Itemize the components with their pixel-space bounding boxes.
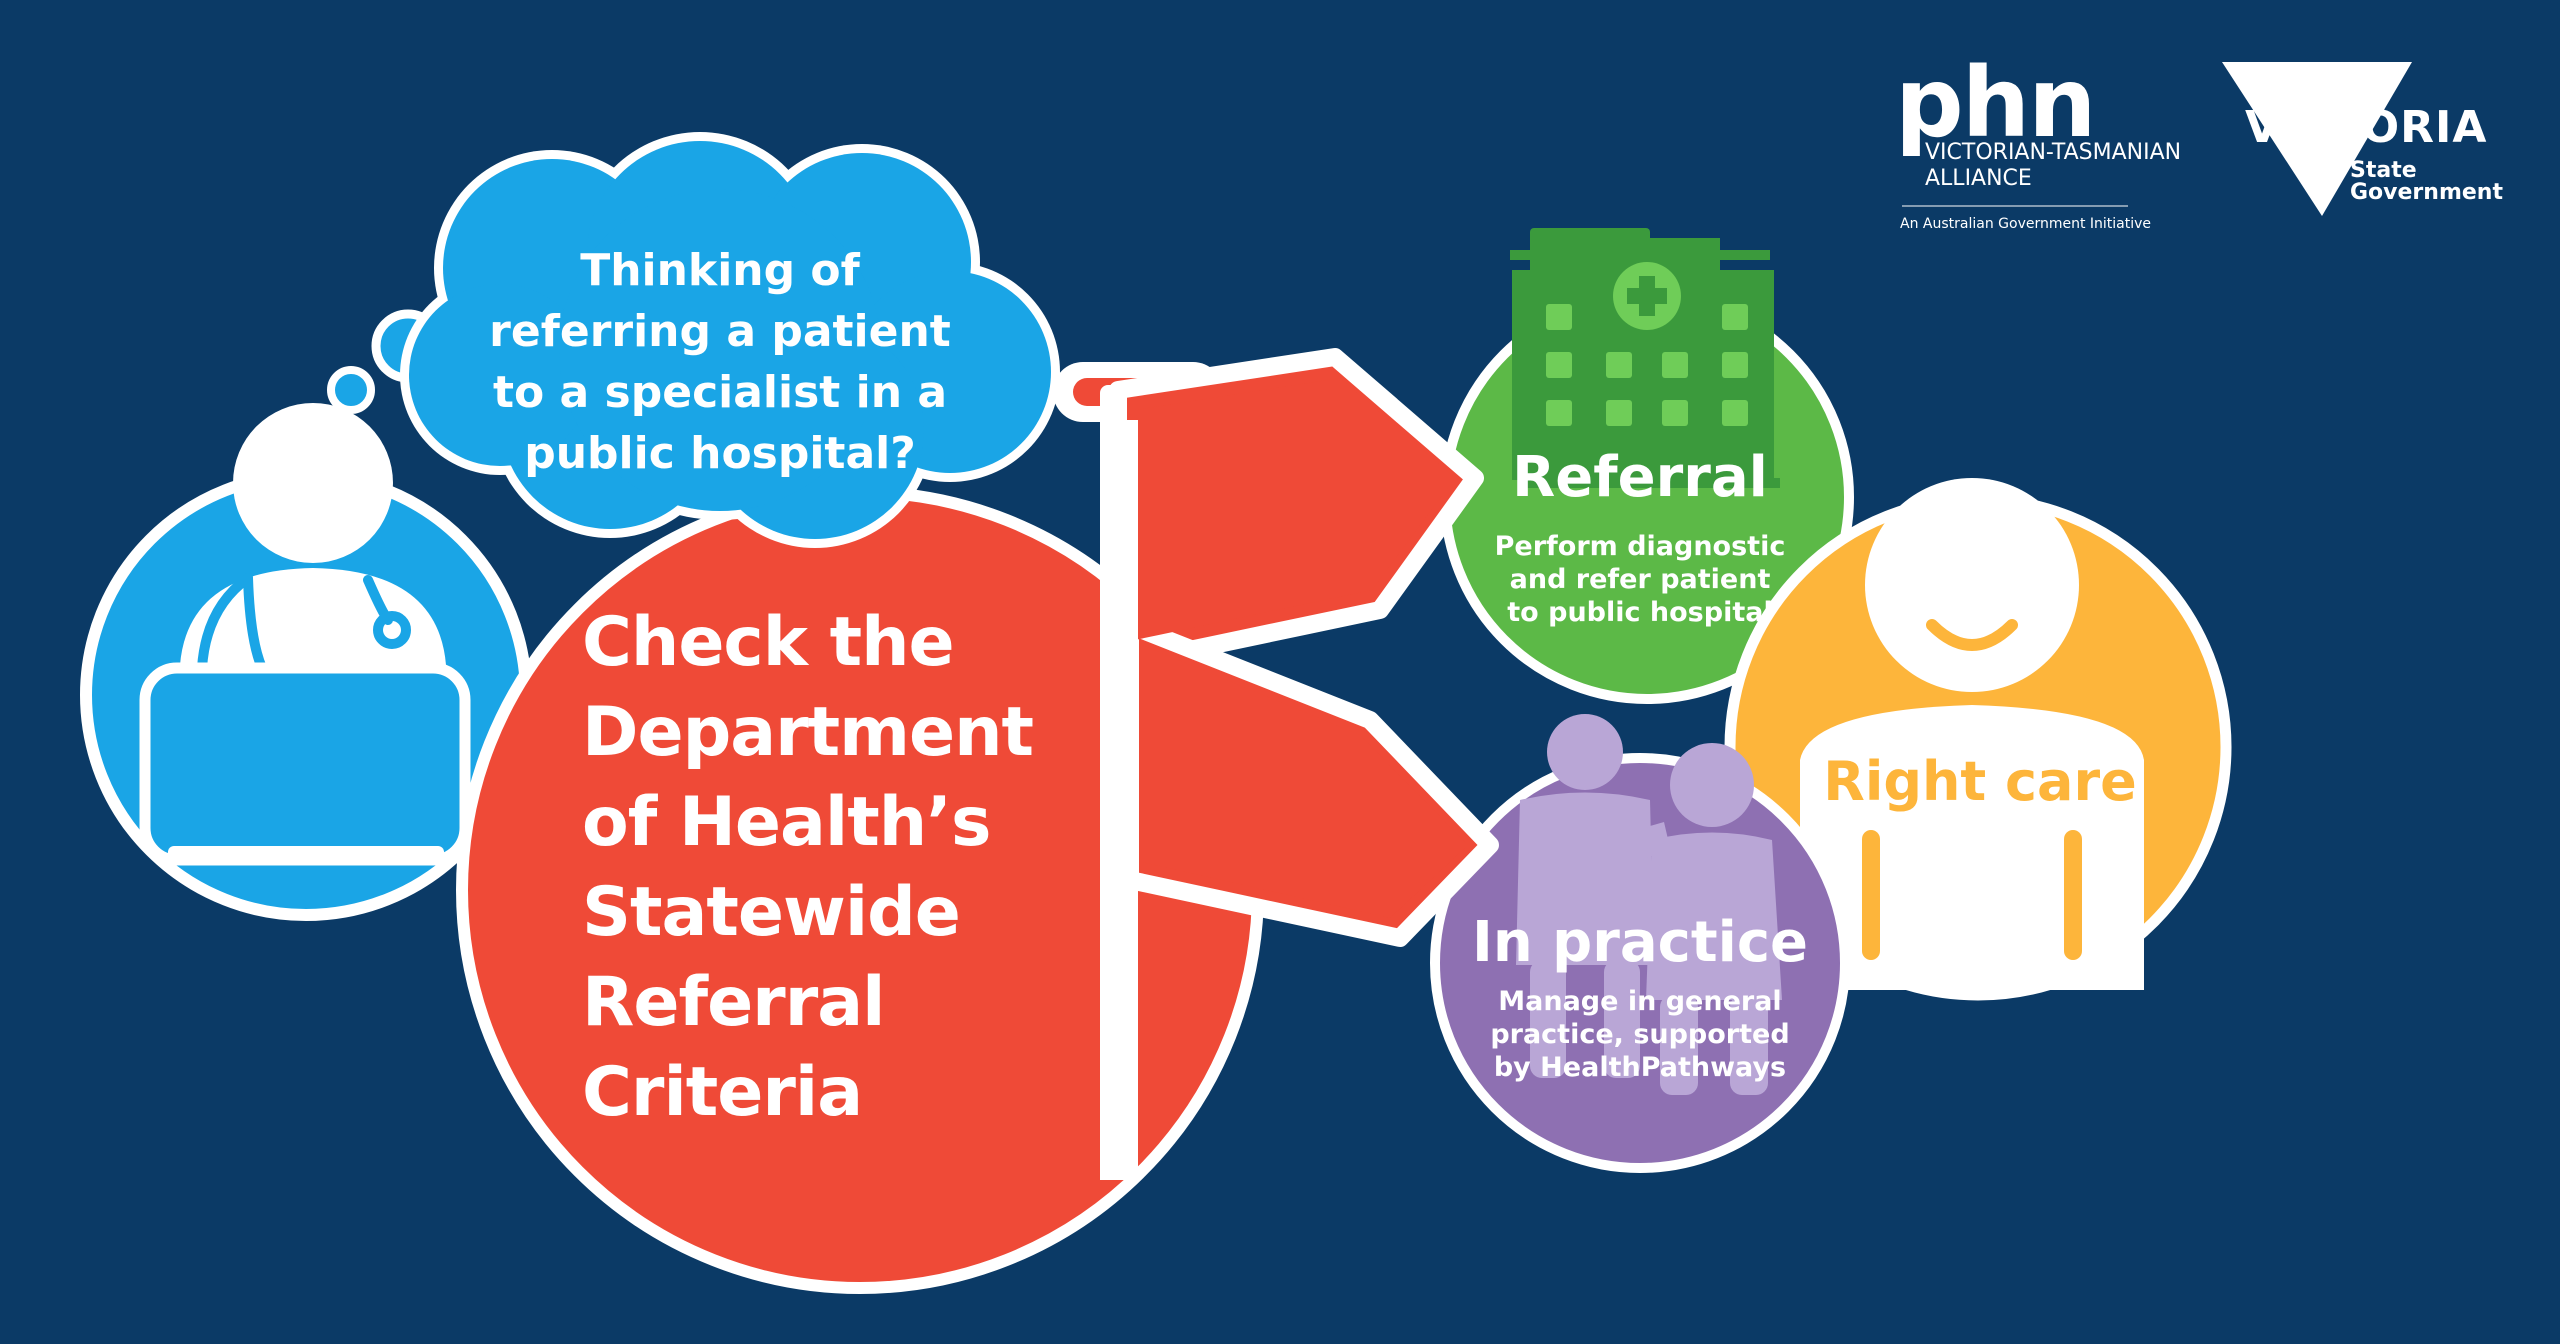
referral-title: Referral — [1512, 445, 1768, 510]
laptop-icon — [139, 662, 471, 866]
signpost-icon — [1053, 348, 1499, 1180]
thought-line: public hospital? — [524, 428, 916, 479]
thought-line: Thinking of — [580, 245, 860, 296]
thought-dot-small — [327, 366, 375, 414]
smiling-person-icon — [1800, 478, 2144, 990]
main-line: Statewide — [582, 873, 961, 952]
in-practice-description: Manage in general practice, supported by… — [1470, 985, 1810, 1084]
victoria-logo-word: VICTORIA — [2245, 102, 2488, 153]
thought-bubble-icon — [400, 132, 1060, 548]
thought-bubble-text: Thinking of referring a patient to a spe… — [420, 240, 1020, 484]
phn-subtitle-line: VICTORIAN-TASMANIAN — [1925, 140, 2182, 165]
stethoscope-icon — [197, 573, 411, 673]
hospital-icon — [1510, 228, 1780, 488]
referral-line: to public hospital — [1507, 597, 1773, 628]
referral-circle — [1440, 228, 1854, 704]
thought-line: referring a patient — [489, 306, 951, 357]
phn-subtitle-line: ALLIANCE — [1925, 166, 2032, 191]
practice-line: practice, supported — [1490, 1019, 1790, 1050]
phn-tagline: An Australian Government Initiative — [1900, 216, 2152, 232]
right-care-circle — [1724, 478, 2232, 1001]
main-line: of Health’s — [582, 783, 991, 862]
in-practice-title: In practice — [1471, 910, 1809, 975]
victoria-triangle-icon — [2222, 62, 2412, 216]
right-care-label: Right care — [1823, 750, 2137, 813]
main-line: Referral — [582, 963, 885, 1042]
practice-line: by HealthPathways — [1493, 1052, 1787, 1083]
main-line: Criteria — [582, 1053, 863, 1132]
phn-logo-word: phn — [1895, 47, 2096, 159]
main-line: Department — [582, 693, 1034, 772]
referral-line: and refer patient — [1509, 564, 1771, 595]
victoria-subtitle-line: State — [2350, 158, 2417, 183]
phn-logo-subtitle: VICTORIAN-TASMANIAN ALLIANCE — [1925, 140, 2181, 192]
main-line: Check the — [582, 603, 955, 682]
thought-line: to a specialist in a — [492, 367, 948, 418]
practice-line: Manage in general — [1498, 986, 1782, 1017]
in-practice-circle — [1430, 714, 1850, 1173]
referral-description: Perform diagnostic and refer patient to … — [1470, 530, 1810, 629]
victoria-logo-subtitle: State Government — [2350, 160, 2503, 204]
victoria-subtitle-line: Government — [2350, 180, 2503, 205]
main-message: Check the Department of Health’s Statewi… — [582, 598, 1142, 1138]
patients-icon — [1516, 714, 1782, 1095]
referral-line: Perform diagnostic — [1494, 531, 1786, 562]
